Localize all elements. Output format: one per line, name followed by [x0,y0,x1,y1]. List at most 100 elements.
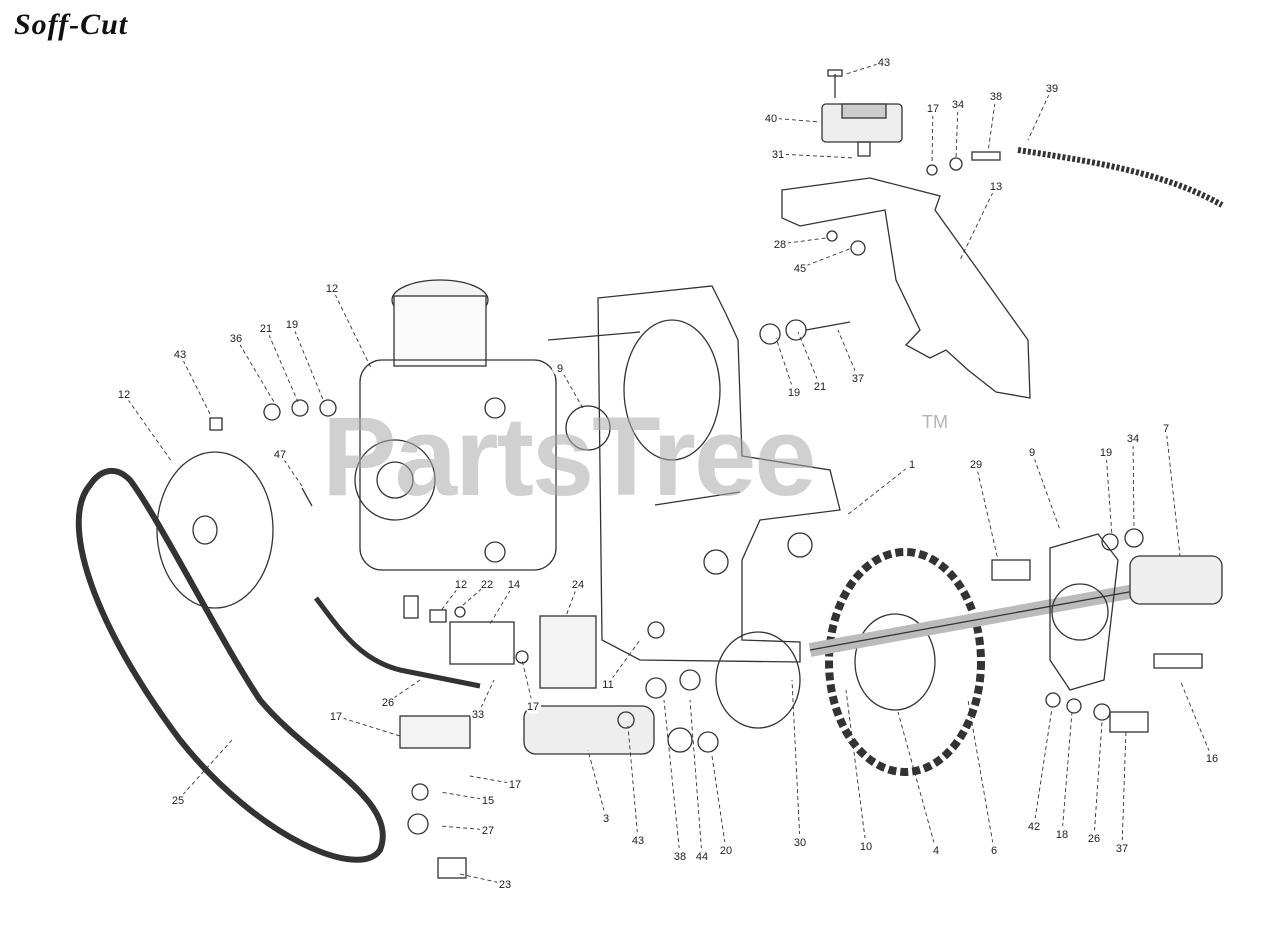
callout-label: 24 [572,579,584,591]
callout-bubble [470,706,486,722]
callout-bubble [272,446,288,462]
callout-bubble [328,708,344,724]
callout-bubble [1158,420,1174,436]
callout-label: 3 [603,813,609,825]
leader-line [1093,721,1103,839]
callout-bubble [772,236,788,252]
leader-line [845,689,867,847]
callout-bubble [694,848,710,864]
leader-line [1132,437,1135,529]
callout-label: 19 [788,387,800,399]
leader-line [1165,427,1181,557]
callout-bubble [718,842,734,858]
leader-line [439,791,489,801]
callout-bubble [480,822,496,838]
leader-line [975,463,999,561]
callout-label: 21 [260,323,272,335]
callout-label: 37 [1116,843,1128,855]
callout-bubble [876,54,892,70]
callout-bubble [497,876,513,892]
callout-label: 38 [990,91,1002,103]
leader-line [797,331,821,387]
callout-label: 12 [326,283,338,295]
callout-label: 40 [765,113,777,125]
callout-label: 23 [499,879,511,891]
leader-line [689,699,703,857]
callout-label: 26 [1088,833,1100,845]
callout-label: 13 [990,181,1002,193]
callout-bubble [600,676,616,692]
callout-label: 9 [1029,447,1035,459]
callout-label: 34 [952,99,964,111]
callout-bubble [763,110,779,126]
callout-label: 30 [794,837,806,849]
leader-line [627,725,639,841]
leader-line [967,699,995,851]
callout-bubble [792,834,808,850]
leader-line [987,95,997,153]
leader-line [1033,707,1053,827]
callout-label: 19 [1100,447,1112,459]
callout-bubble [968,456,984,472]
leader-line [179,353,211,415]
callout-bubble [988,88,1004,104]
callout-bubble [1125,430,1141,446]
watermark-mark: TM [922,412,948,432]
leader-lines [123,61,1213,885]
callout-bubble [812,378,828,394]
leader-line [791,679,801,843]
callout-label: 37 [852,373,864,385]
callout-label: 22 [481,579,493,591]
leader-line [607,639,641,685]
callout-label: 12 [118,389,130,401]
mount-plate [547,285,841,663]
callout-bubble [170,792,186,808]
callout-label: 20 [720,845,732,857]
callout-label: 38 [674,851,686,863]
callout-label: 28 [774,239,786,251]
small-hardware [209,319,1144,879]
leader-line [331,287,373,371]
callout-label: 17 [330,711,342,723]
callout-bubble [672,848,688,864]
leader-line [897,711,937,851]
leader-line [1061,711,1073,835]
callout-bubble [479,576,495,592]
callout-bubble [928,842,944,858]
callout-bubble [453,576,469,592]
leader-line [770,117,821,123]
callout-bubble [1054,826,1070,842]
sprocket-wheel [825,548,985,776]
gearbox-motor [354,279,557,619]
callout-bubble [850,370,866,386]
callout-bubble [380,694,396,710]
leader-line [1121,729,1127,849]
callout-bubble [172,346,188,362]
callout-bubble [630,832,646,848]
leader-line [931,107,934,165]
leader-line [291,323,325,403]
callout-bubble [507,776,523,792]
callout-bubble [950,96,966,112]
leader-line [439,583,462,613]
callout-label: 31 [772,149,784,161]
leader-line [559,367,585,411]
callout-bubble [1204,750,1220,766]
brand-logo: Soff-Cut [14,8,129,41]
callout-label: 14 [508,579,520,591]
callout-bubble [925,100,941,116]
leader-line [959,185,997,261]
callout-bubble [792,260,808,276]
callout-label: 12 [455,579,467,591]
callout-label: 21 [814,381,826,393]
callout-bubble [786,384,802,400]
leader-line [1027,87,1053,141]
callout-bubble [552,360,568,376]
callout-bubble [1086,830,1102,846]
leader-line [439,825,489,831]
callout-bubble [228,330,244,346]
leader-line [477,679,495,715]
